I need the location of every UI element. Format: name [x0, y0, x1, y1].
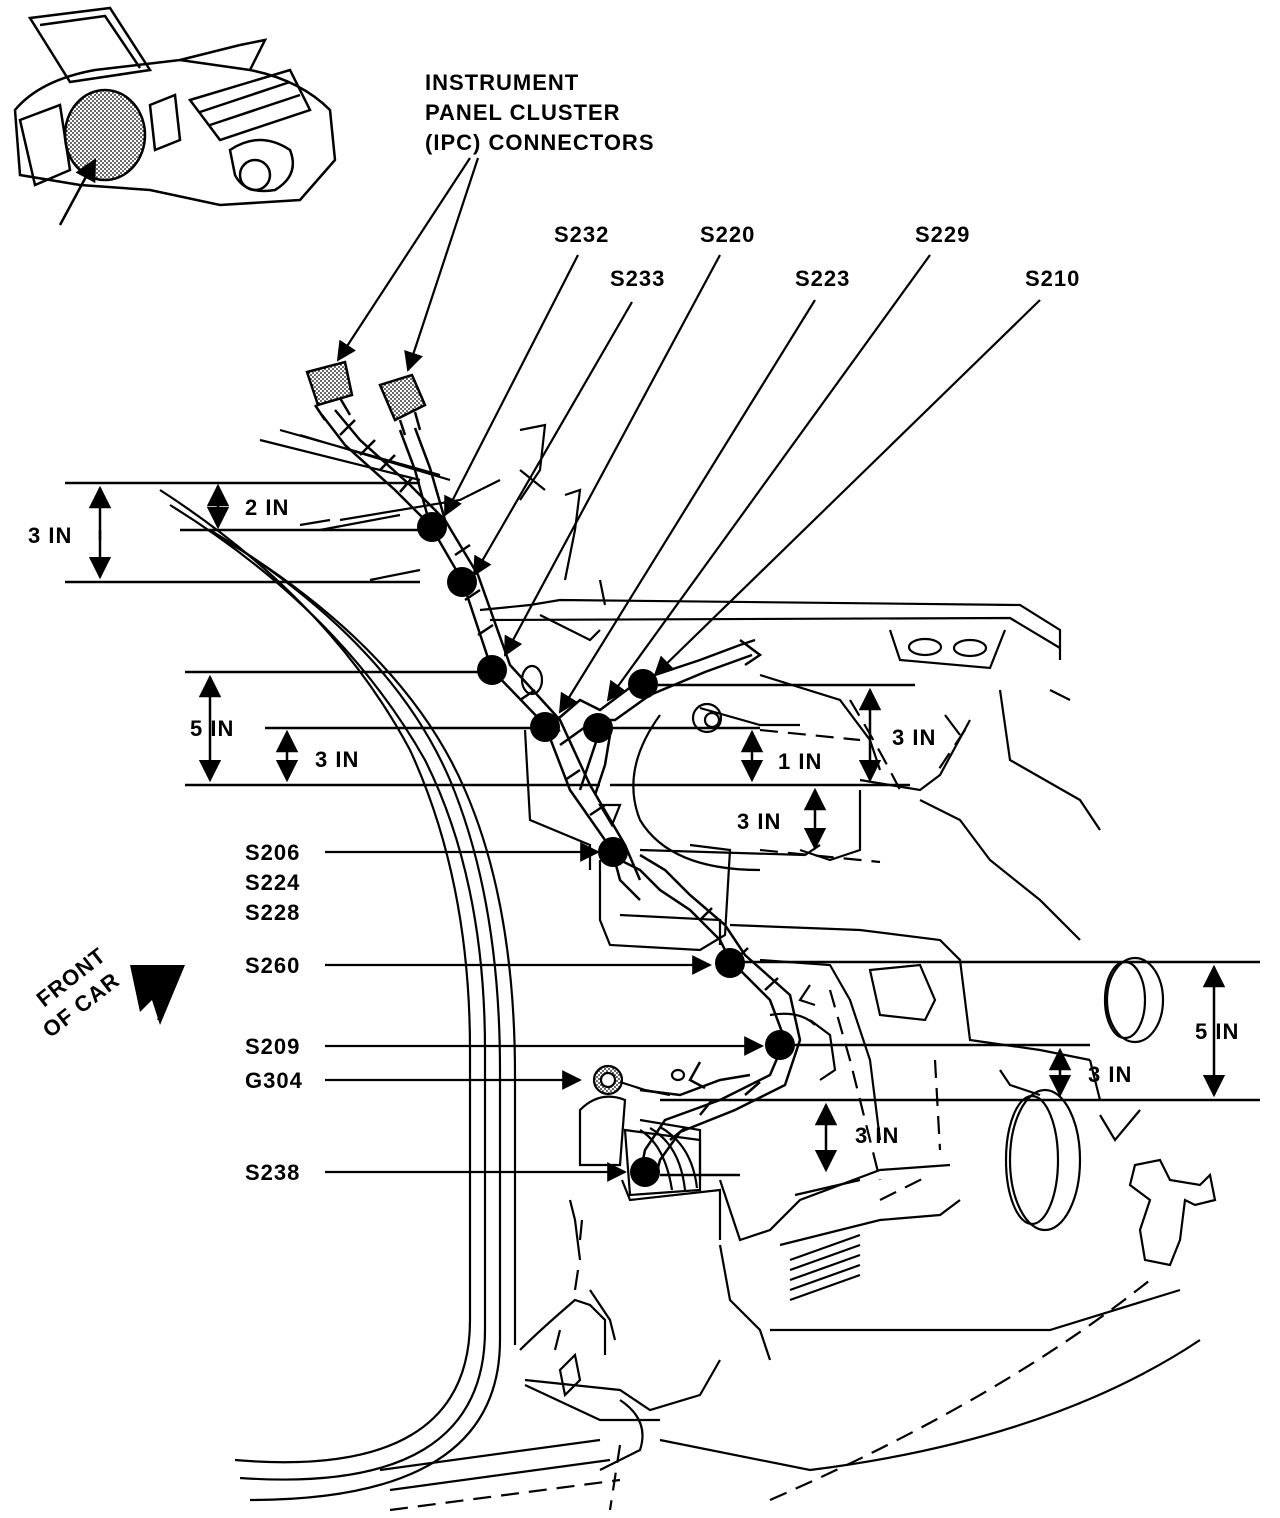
label-s210: S210: [1025, 266, 1081, 291]
ipc-connectors-title: INSTRUMENT PANEL CLUSTER (IPC) CONNECTOR…: [425, 70, 655, 155]
front-of-car-arrow: [130, 965, 185, 1025]
label-g304: G304: [245, 1068, 303, 1093]
label-s224: S224: [245, 870, 301, 895]
dim-3in-center: 3 IN: [737, 809, 782, 834]
label-s228: S228: [245, 900, 301, 925]
hidden-lines: [389, 699, 1151, 1512]
wiring-harness: [321, 409, 802, 1181]
left-leader-lines: [325, 842, 764, 1182]
dim-1in: 1 IN: [778, 749, 823, 774]
dim-2in: 2 IN: [245, 495, 290, 520]
dim-3in-top-left: 3 IN: [28, 523, 73, 548]
dimension-lines: [65, 481, 1260, 1177]
ipc-connector-left: [305, 360, 354, 421]
splice-s209-dot: [765, 1030, 795, 1060]
splice-s220-dot: [477, 655, 507, 685]
label-s233: S233: [610, 266, 666, 291]
dimension-arrows: [88, 483, 1226, 1173]
dim-5in-right: 5 IN: [1195, 1019, 1240, 1044]
splice-s210-dot: [628, 669, 658, 699]
ground-g304: [592, 1064, 686, 1097]
label-s206: S206: [245, 840, 301, 865]
label-s223: S223: [795, 266, 851, 291]
label-s232: S232: [554, 222, 610, 247]
vehicle-structure: [159, 423, 1217, 1502]
dim-3in-lower-right: 3 IN: [1088, 1062, 1133, 1087]
dim-5in-left: 5 IN: [190, 716, 235, 741]
ipc-connector-arrows: [336, 157, 480, 372]
splice-s223-dot: [530, 712, 560, 742]
splice-s233-dot: [447, 567, 477, 597]
splice-s229-dot: [583, 713, 613, 743]
s238-connector: [623, 1126, 702, 1197]
top-leader-lines: [444, 254, 1041, 714]
splice-s238-dot: [630, 1157, 660, 1187]
car-locator-thumbnail: [13, 6, 337, 226]
label-s238: S238: [245, 1160, 301, 1185]
splice-s232-dot: [417, 512, 447, 542]
label-s220: S220: [700, 222, 756, 247]
dim-3in-dash-right: 3 IN: [892, 725, 937, 750]
label-s229: S229: [915, 222, 971, 247]
label-s209: S209: [245, 1034, 301, 1059]
splice-s260-dot: [715, 948, 745, 978]
label-s260: S260: [245, 953, 301, 978]
splice-s206-dot: [598, 837, 628, 867]
dim-3in-bottom: 3 IN: [855, 1123, 900, 1148]
ipc-connector-right: [378, 373, 427, 436]
splice-dots: [417, 512, 795, 1187]
dim-3in-mid-left: 3 IN: [315, 747, 360, 772]
